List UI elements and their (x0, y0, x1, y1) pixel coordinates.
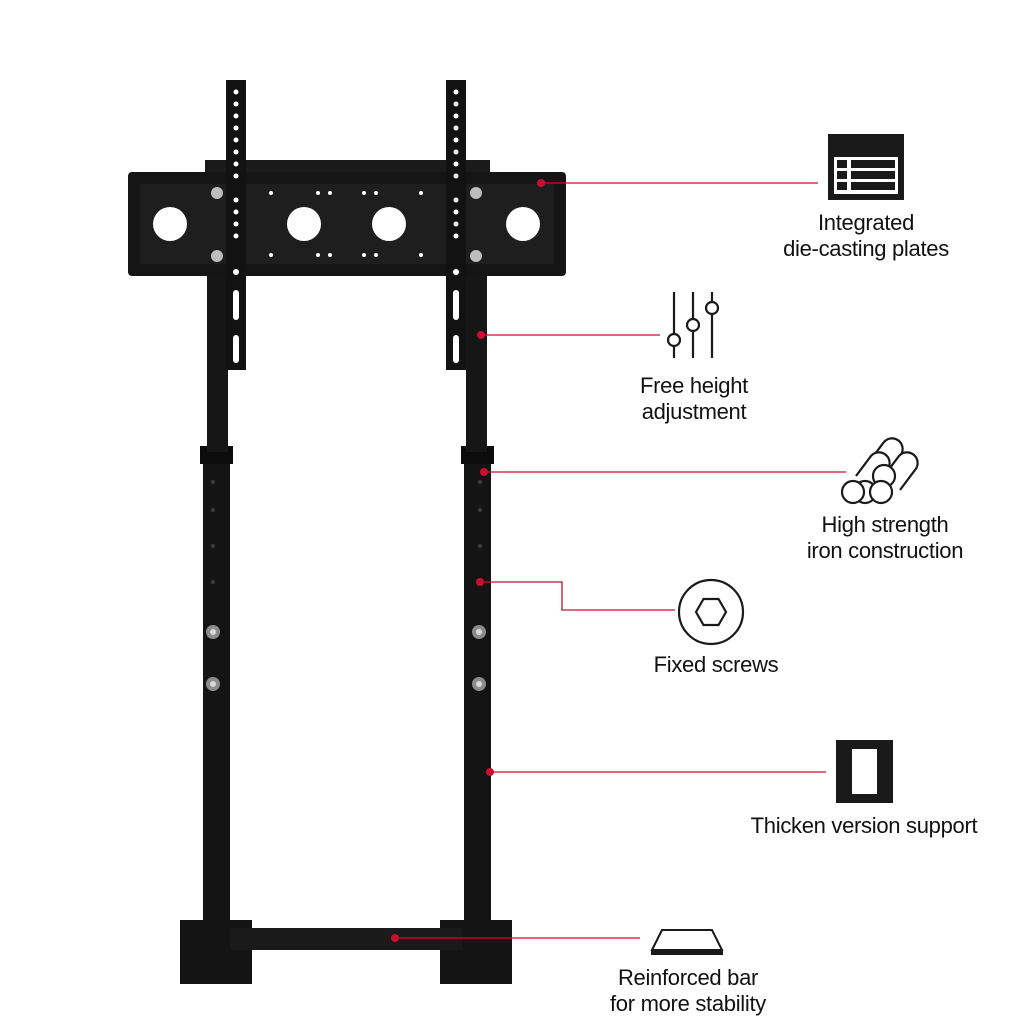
feature-label-height: Free height adjustment (640, 373, 748, 424)
leg-bolts (206, 625, 486, 691)
reinforced-crossbar (230, 928, 462, 950)
feature-label-screws: Fixed screws (653, 652, 779, 677)
left-upper-post (207, 262, 228, 452)
callout-line-screws (480, 581, 675, 611)
leg-holes (210, 479, 483, 585)
feature-label-iron: High strength iron construction (806, 512, 964, 563)
feature-label-bar: Reinforced bar for more stability (610, 965, 766, 1016)
callout-dots (391, 179, 545, 942)
plates-icon (828, 134, 904, 200)
reinforced-bar-icon (650, 929, 724, 955)
right-upper-post (466, 262, 487, 452)
die-casting-plate (128, 160, 566, 276)
sliders-icon (666, 292, 720, 358)
vertical-brackets (226, 80, 466, 370)
thick-support-icon (836, 740, 893, 803)
callout-lines (395, 182, 846, 939)
tv-stand (128, 80, 566, 984)
hex-screw-icon (677, 578, 745, 646)
iron-bars-icon (840, 437, 919, 505)
feature-label-thicken: Thicken version support (750, 813, 978, 838)
feature-label-plates: Integrated die-casting plates (783, 210, 949, 261)
